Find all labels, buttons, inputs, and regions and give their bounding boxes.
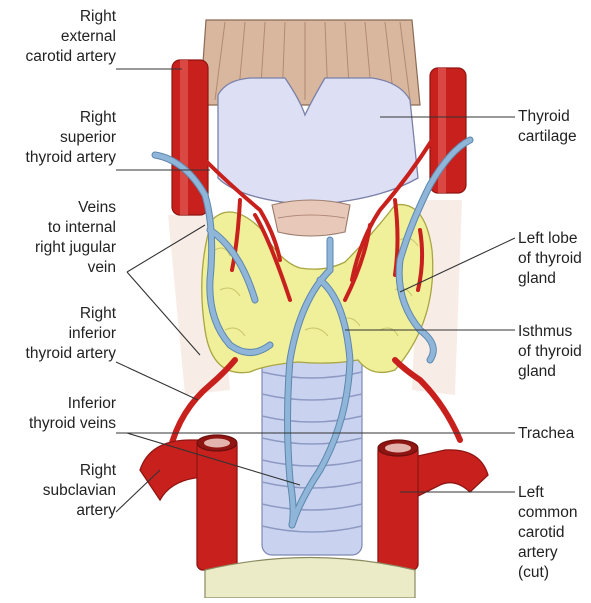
thyroid-cartilage bbox=[218, 78, 418, 205]
label-left-common-carotid-artery: Left common carotid artery (cut) bbox=[518, 483, 590, 583]
label-line: (cut) bbox=[518, 563, 590, 583]
label-line: Right bbox=[0, 7, 116, 27]
label-line: cartilage bbox=[518, 127, 590, 147]
label-line: thyroid artery bbox=[0, 148, 116, 168]
label-line: right jugular bbox=[0, 238, 116, 258]
label-line: Right bbox=[0, 461, 116, 481]
label-line: to internal bbox=[0, 218, 116, 238]
label-line: thyroid artery bbox=[0, 344, 116, 364]
label-isthmus-of-thyroid-gland: Isthmus of thyroid gland bbox=[518, 322, 590, 382]
label-line: of thyroid bbox=[518, 249, 590, 269]
label-line: carotid artery bbox=[0, 47, 116, 67]
right-carotid-highlight bbox=[180, 60, 188, 215]
label-line: gland bbox=[518, 269, 590, 289]
label-line: artery bbox=[518, 543, 590, 563]
label-line: Trachea bbox=[518, 424, 590, 444]
label-line: Inferior bbox=[0, 394, 116, 414]
label-line: Left lobe bbox=[518, 229, 590, 249]
label-line: subclavian bbox=[0, 481, 116, 501]
label-line: inferior bbox=[0, 324, 116, 344]
cricoid-cartilage bbox=[272, 200, 350, 236]
label-inferior-thyroid-veins: Inferior thyroid veins bbox=[0, 394, 116, 434]
sternum bbox=[205, 558, 415, 599]
label-right-inferior-thyroid-artery: Right inferior thyroid artery bbox=[0, 304, 116, 364]
left-common-carotid-lower bbox=[378, 445, 418, 570]
label-line: artery bbox=[0, 501, 116, 521]
label-line: Thyroid bbox=[518, 107, 590, 127]
label-left-lobe-of-thyroid-gland: Left lobe of thyroid gland bbox=[518, 229, 590, 289]
label-right-superior-thyroid-artery: Right superior thyroid artery bbox=[0, 108, 116, 168]
label-line: Right bbox=[0, 108, 116, 128]
label-line: external bbox=[0, 27, 116, 47]
label-line: Left bbox=[518, 483, 590, 503]
label-line: Right bbox=[0, 304, 116, 324]
label-line: gland bbox=[518, 362, 590, 382]
label-thyroid-cartilage: Thyroid cartilage bbox=[518, 107, 590, 147]
label-line: of thyroid bbox=[518, 342, 590, 362]
label-line: Isthmus bbox=[518, 322, 590, 342]
label-line: common bbox=[518, 503, 590, 523]
label-line: vein bbox=[0, 258, 116, 278]
label-line: superior bbox=[0, 128, 116, 148]
label-line: Veins bbox=[0, 198, 116, 218]
label-veins-to-internal-jugular: Veins to internal right jugular vein bbox=[0, 198, 116, 278]
label-right-subclavian-artery: Right subclavian artery bbox=[0, 461, 116, 521]
label-right-external-carotid-artery: Right external carotid artery bbox=[0, 7, 116, 67]
label-line: carotid bbox=[518, 523, 590, 543]
label-line: thyroid veins bbox=[0, 414, 116, 434]
label-trachea: Trachea bbox=[518, 424, 590, 444]
